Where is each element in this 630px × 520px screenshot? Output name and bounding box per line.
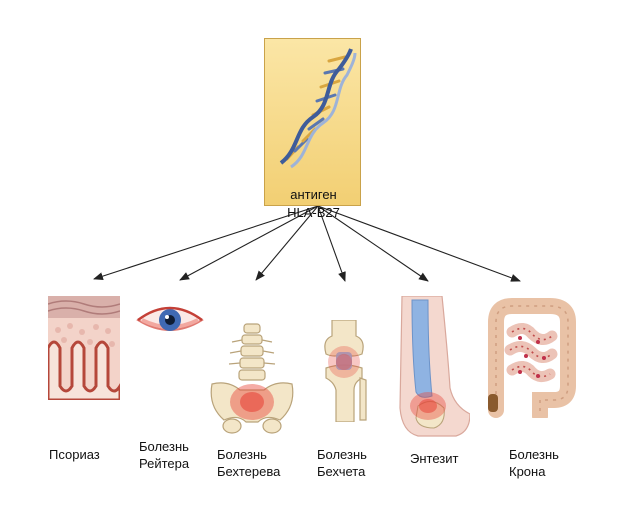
caption-reiter-line1: Болезнь	[139, 439, 189, 454]
skin-cross-section-icon	[48, 296, 120, 400]
caption-crohn-line2: Крона	[509, 464, 546, 479]
caption-bekhterev-line1: Болезнь	[217, 447, 267, 462]
spine-pelvis-icon	[210, 323, 294, 434]
arrow-to-behcet	[317, 205, 346, 282]
arrow-to-psoriasis	[93, 205, 319, 281]
knee-joint-icon	[324, 320, 367, 422]
caption-enthesitis: Энтезит	[410, 450, 458, 467]
caption-psoriasis: Псориаз	[49, 446, 100, 463]
dna-icon	[279, 48, 357, 169]
intestine-icon	[488, 298, 576, 418]
antigen-name: HLA-B27	[287, 205, 340, 220]
arrow-to-enthesitis	[317, 205, 429, 282]
arrow-to-crohn	[317, 205, 521, 282]
caption-behcet: Болезнь Бехчета	[317, 446, 367, 480]
antigen-label: антиген	[290, 187, 337, 202]
antigen-box: антиген HLA-B27	[264, 38, 361, 220]
caption-reiter-line2: Рейтера	[139, 456, 190, 471]
eye-icon	[136, 306, 204, 331]
caption-behcet-line2: Бехчета	[317, 464, 366, 479]
caption-psoriasis-line1: Псориаз	[49, 447, 100, 462]
caption-crohn-line1: Болезнь	[509, 447, 559, 462]
caption-crohn: Болезнь Крона	[509, 446, 559, 480]
heel-foot-icon	[399, 296, 470, 437]
arrow-to-reiter	[179, 205, 319, 281]
caption-behcet-line1: Болезнь	[317, 447, 367, 462]
caption-reiter: Болезнь Рейтера	[139, 438, 189, 472]
caption-enthesitis-line1: Энтезит	[410, 451, 459, 466]
caption-bekhterev: Болезнь Бехтерева	[217, 446, 280, 480]
caption-bekhterev-line2: Бехтерева	[217, 464, 281, 479]
arrow-to-bekhterev	[255, 205, 319, 281]
